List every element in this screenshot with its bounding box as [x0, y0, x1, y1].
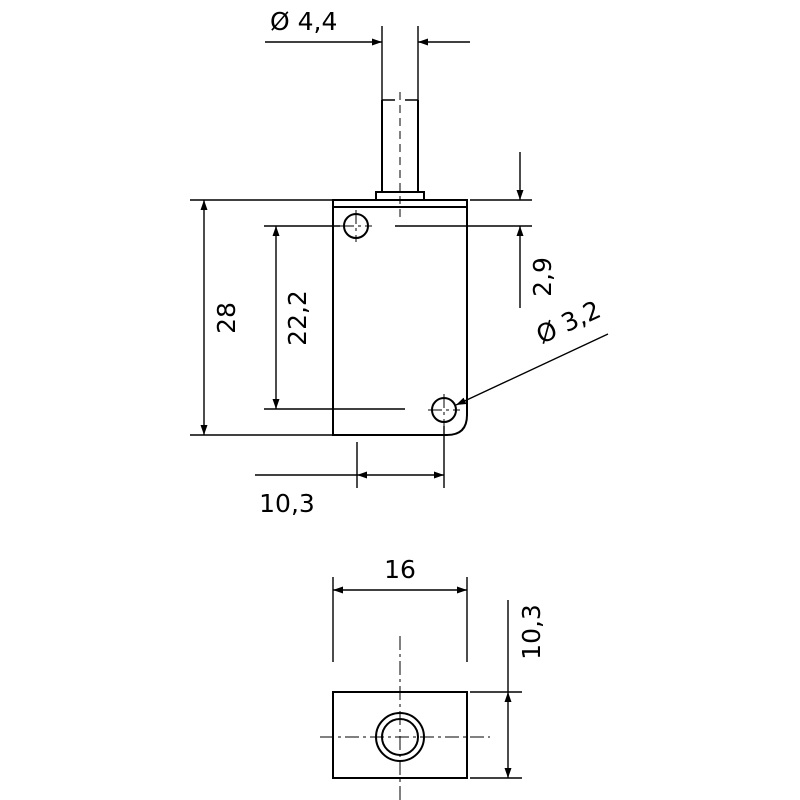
shaft-diameter-label: Ø 4,4 [270, 7, 337, 36]
dim-hole-diameter: Ø 3,2 [455, 295, 609, 406]
side-view [332, 92, 468, 436]
dim-depth: 10,3 [470, 600, 546, 779]
hole-top-centerline [340, 210, 372, 242]
dim-top-offset: 2,9 [395, 152, 557, 308]
hole-spacing-label: 22,2 [283, 290, 312, 346]
width-label: 16 [384, 555, 416, 584]
hole-offset-label: 10,3 [259, 489, 315, 518]
depth-label: 10,3 [517, 604, 546, 660]
dim-hole-offset: 10,3 [255, 426, 445, 518]
bottom-view [320, 636, 490, 800]
sensor-body [332, 199, 468, 436]
dim-shaft-diameter: Ø 4,4 [265, 7, 470, 100]
dim-width: 16 [332, 555, 468, 662]
top-offset-label: 2,9 [528, 257, 557, 297]
height-total-label: 28 [212, 302, 241, 334]
hole-diameter-label: Ø 3,2 [532, 295, 605, 350]
shaft-outline [381, 100, 419, 192]
dim-hole-spacing: 22,2 [264, 225, 405, 410]
hole-bottom-centerline [428, 394, 460, 426]
dim-height-total: 28 [190, 199, 333, 436]
